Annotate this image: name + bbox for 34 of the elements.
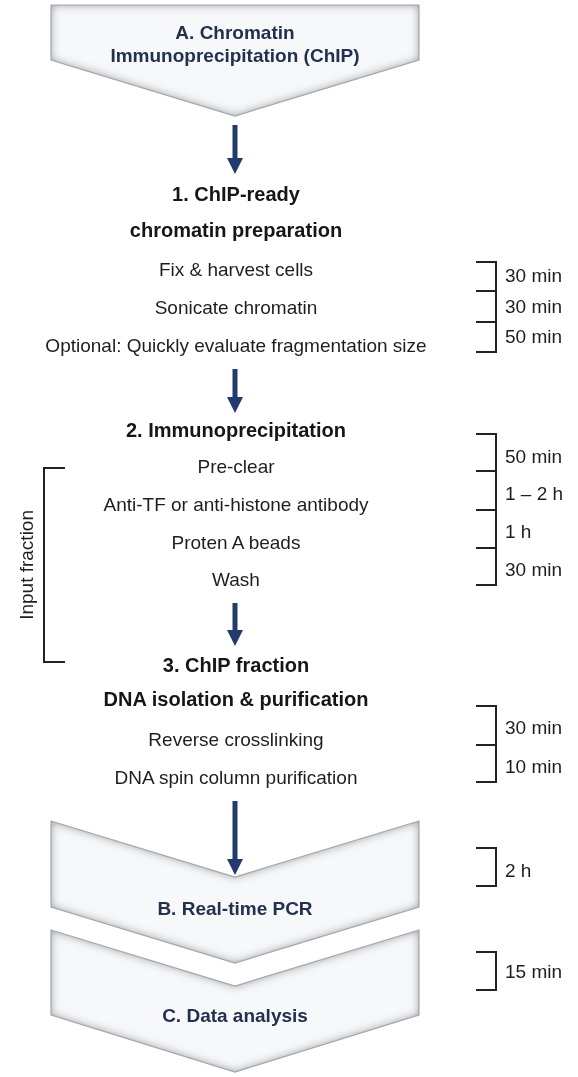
- bracket-label: Input fraction: [15, 510, 38, 620]
- duration-label: 1 – 2 h: [505, 482, 564, 506]
- step-text: Pre-clear: [197, 455, 275, 479]
- banner-title: B. Real-time PCR: [157, 896, 313, 920]
- arrow: [227, 369, 243, 413]
- duration-label: 30 min: [505, 264, 563, 288]
- step-text: Reverse crosslinking: [148, 728, 324, 752]
- chevron-banner: [50, 929, 420, 1073]
- step-text: Anti-TF or anti-histone antibody: [103, 493, 369, 517]
- duration-label: 50 min: [505, 325, 563, 349]
- duration-label: 2 h: [505, 859, 532, 883]
- banner-title: A. Chromatin Immunoprecipitation (ChIP): [109, 21, 361, 67]
- duration-label: 10 min: [505, 755, 563, 779]
- pentagon-banner: [50, 4, 420, 117]
- step-text: Fix & harvest cells: [158, 258, 314, 282]
- step-text: Sonicate chromatin: [154, 296, 318, 320]
- step-text: Wash: [212, 568, 260, 592]
- duration-label: 30 min: [505, 558, 563, 582]
- banner-title: C. Data analysis: [162, 1003, 308, 1027]
- duration-label: 50 min: [505, 445, 563, 469]
- step-text: Optional: Quickly evaluate fragmentation size: [45, 334, 427, 358]
- arrow: [227, 801, 243, 875]
- duration-label: 1 h: [505, 520, 532, 544]
- chevron-banner: [50, 820, 420, 964]
- arrow: [227, 125, 243, 174]
- step-heading: 2. Immunoprecipitation: [126, 418, 346, 443]
- step-text: DNA spin column purification: [114, 766, 358, 790]
- arrow: [227, 603, 243, 646]
- duration-label: 30 min: [505, 716, 563, 740]
- duration-label: 30 min: [505, 295, 563, 319]
- duration-label: 15 min: [505, 960, 563, 984]
- step-heading: 1. ChIP-ready chromatin preparation: [129, 182, 343, 243]
- step-text: Proten A beads: [171, 531, 301, 555]
- step-heading: 3. ChIP fraction DNA isolation & purification: [103, 653, 369, 712]
